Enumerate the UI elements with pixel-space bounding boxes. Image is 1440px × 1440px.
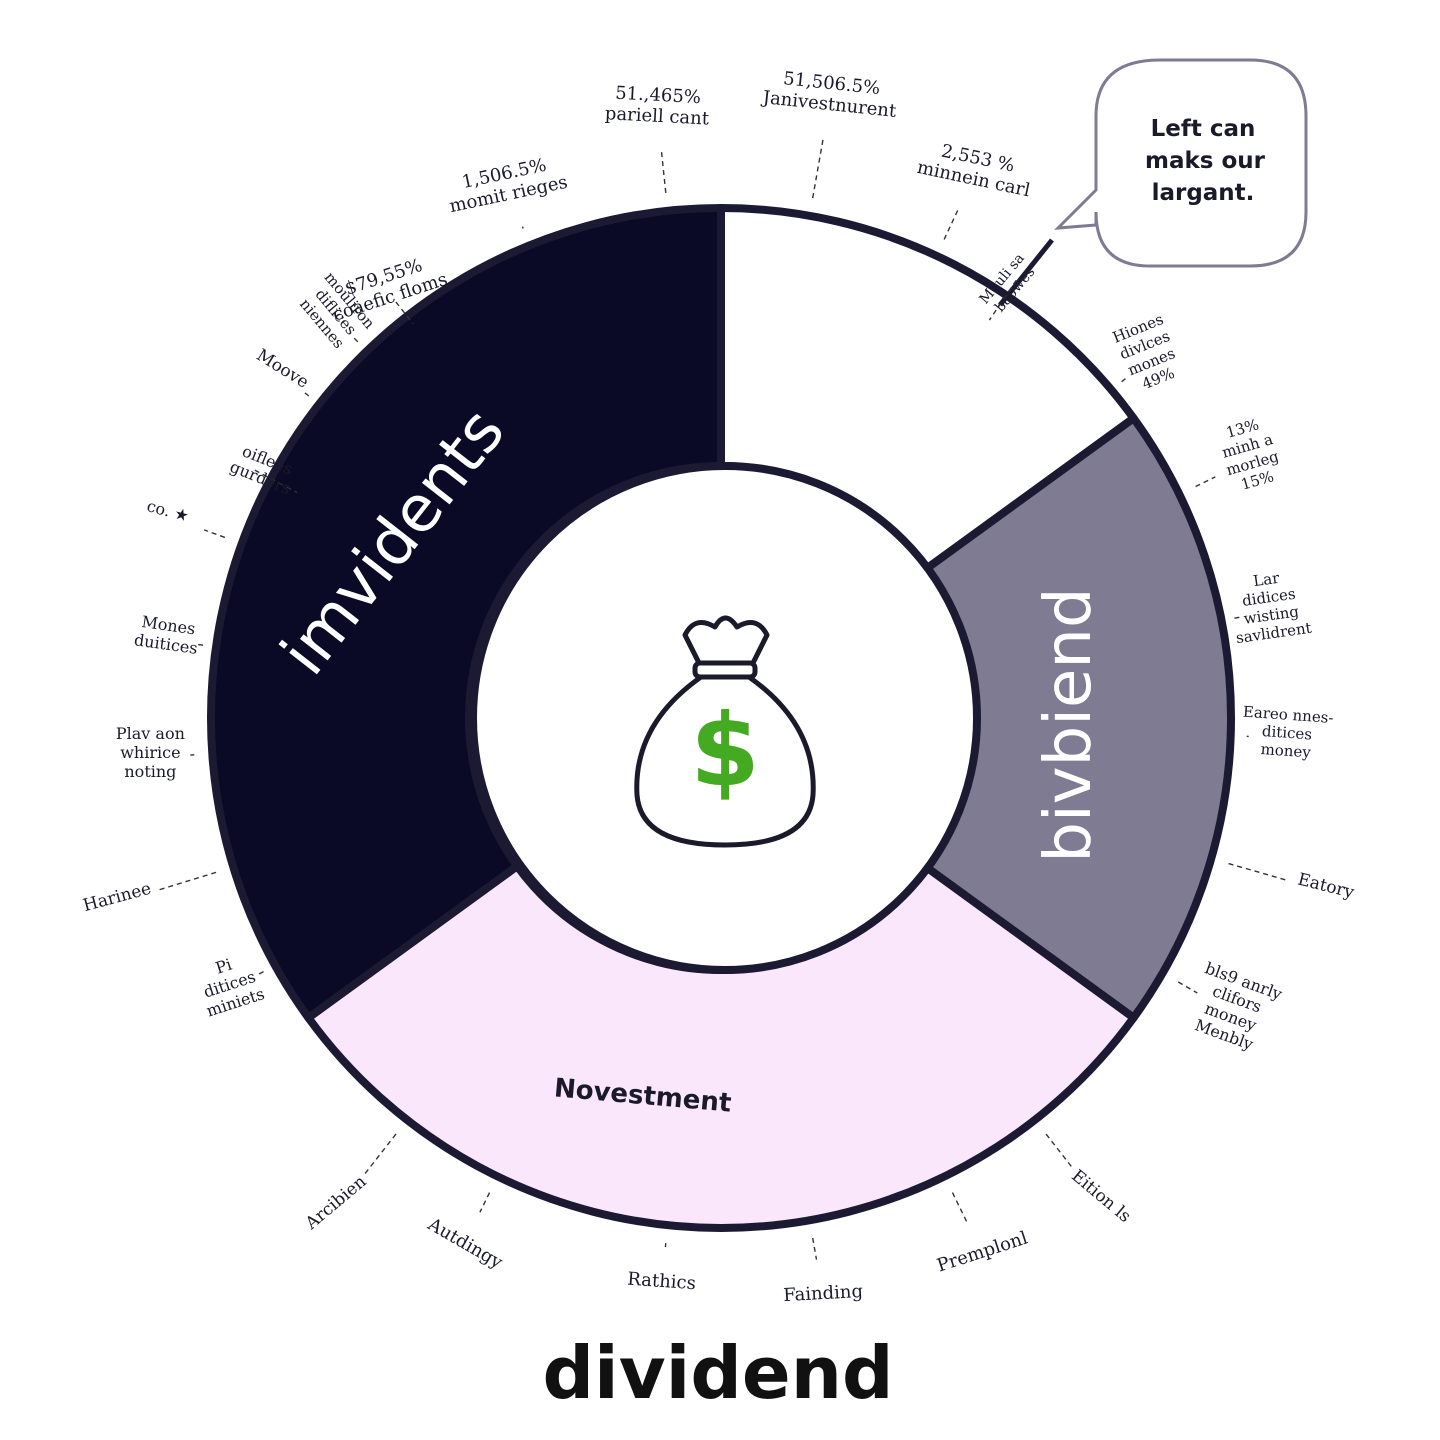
callout-line <box>1118 378 1126 385</box>
money-bag-icon: $ <box>634 615 816 848</box>
annotation-text: ditices <box>1261 722 1312 743</box>
callout-line <box>156 871 217 892</box>
annotation-text: Plav aon <box>116 724 185 743</box>
annotation-a16: Premplonl <box>934 1227 1030 1276</box>
callout-line <box>1177 981 1198 994</box>
callout-line <box>943 210 959 240</box>
bubble-line-1: Left can <box>1151 116 1256 142</box>
annotation-a12: Arcibien <box>301 1172 370 1235</box>
annotation-a13: Autdingy <box>423 1213 506 1273</box>
chart-title: dividend <box>543 1331 894 1415</box>
annotation-text: Harinee <box>81 879 153 916</box>
annotation-a15: Fainding <box>783 1281 864 1306</box>
segment-label-bivbiend: bivbiend <box>1032 587 1106 862</box>
annotation-a10: Harinee <box>81 879 153 916</box>
callout-line <box>521 226 524 229</box>
dollar-sign: $ <box>690 692 760 809</box>
callout-line <box>395 301 414 325</box>
annotation-text: Moove <box>253 345 312 392</box>
callout-line <box>988 279 1017 321</box>
speech-bubble: Left can maks our largant. <box>998 58 1308 307</box>
annotation-text: noting <box>124 762 176 781</box>
annotation-text: co. ★ <box>145 496 191 525</box>
callout-line <box>198 643 207 647</box>
callout-line <box>479 1192 491 1213</box>
callout-line <box>258 969 267 975</box>
annotation-text: Autdingy <box>423 1213 506 1273</box>
slices-layer <box>207 204 1235 1233</box>
annotation-a7: co. ★ <box>145 496 191 525</box>
annotation-text: money <box>1260 740 1312 761</box>
annotation-a1: 51.,465%pariell cant <box>604 83 710 130</box>
annotation-text: pariell cant <box>604 103 710 129</box>
annotation-a19: Eatory <box>1296 870 1357 903</box>
callout-line <box>811 138 824 199</box>
callout-line <box>203 529 226 539</box>
annotation-text: Fainding <box>783 1281 864 1306</box>
annotation-a6: Moove <box>253 345 312 392</box>
callout-line <box>951 1192 968 1222</box>
bubble-line-2: maks our <box>1145 148 1266 174</box>
callout-line <box>1231 616 1240 620</box>
annotation-a17: Eition ls <box>1067 1166 1134 1227</box>
annotation-a14: Rathics <box>627 1269 697 1295</box>
annotation-text: Pi <box>213 955 234 978</box>
callout-line <box>1228 862 1287 881</box>
annotation-text: Lar <box>1252 569 1281 591</box>
annotation-text: Eatory <box>1296 870 1357 903</box>
callout-line <box>811 1237 818 1260</box>
annotation-text: Arcibien <box>301 1172 370 1235</box>
annotation-text: whirice <box>120 743 180 762</box>
annotation-text: Eition ls <box>1067 1166 1134 1227</box>
annotation-a2: 51,506.5%Janivestnurent <box>760 68 898 122</box>
callout-line <box>254 469 298 494</box>
callout-line <box>660 151 667 193</box>
callout-line <box>363 1133 397 1176</box>
callout-line <box>1195 476 1216 488</box>
annotation-text: Premplonl <box>934 1227 1030 1276</box>
annotation-a4: 1,506.5%momit rieges <box>448 155 570 217</box>
callout-line <box>353 337 361 345</box>
annotation-text: 51.,465% <box>615 83 702 108</box>
callout-line <box>304 392 312 399</box>
callout-line <box>1045 1133 1074 1170</box>
bubble-line-3: largant. <box>1152 180 1255 206</box>
annotation-text: Rathics <box>627 1269 697 1295</box>
annotation-a3: 2,553 %minnein carl <box>915 141 1032 202</box>
